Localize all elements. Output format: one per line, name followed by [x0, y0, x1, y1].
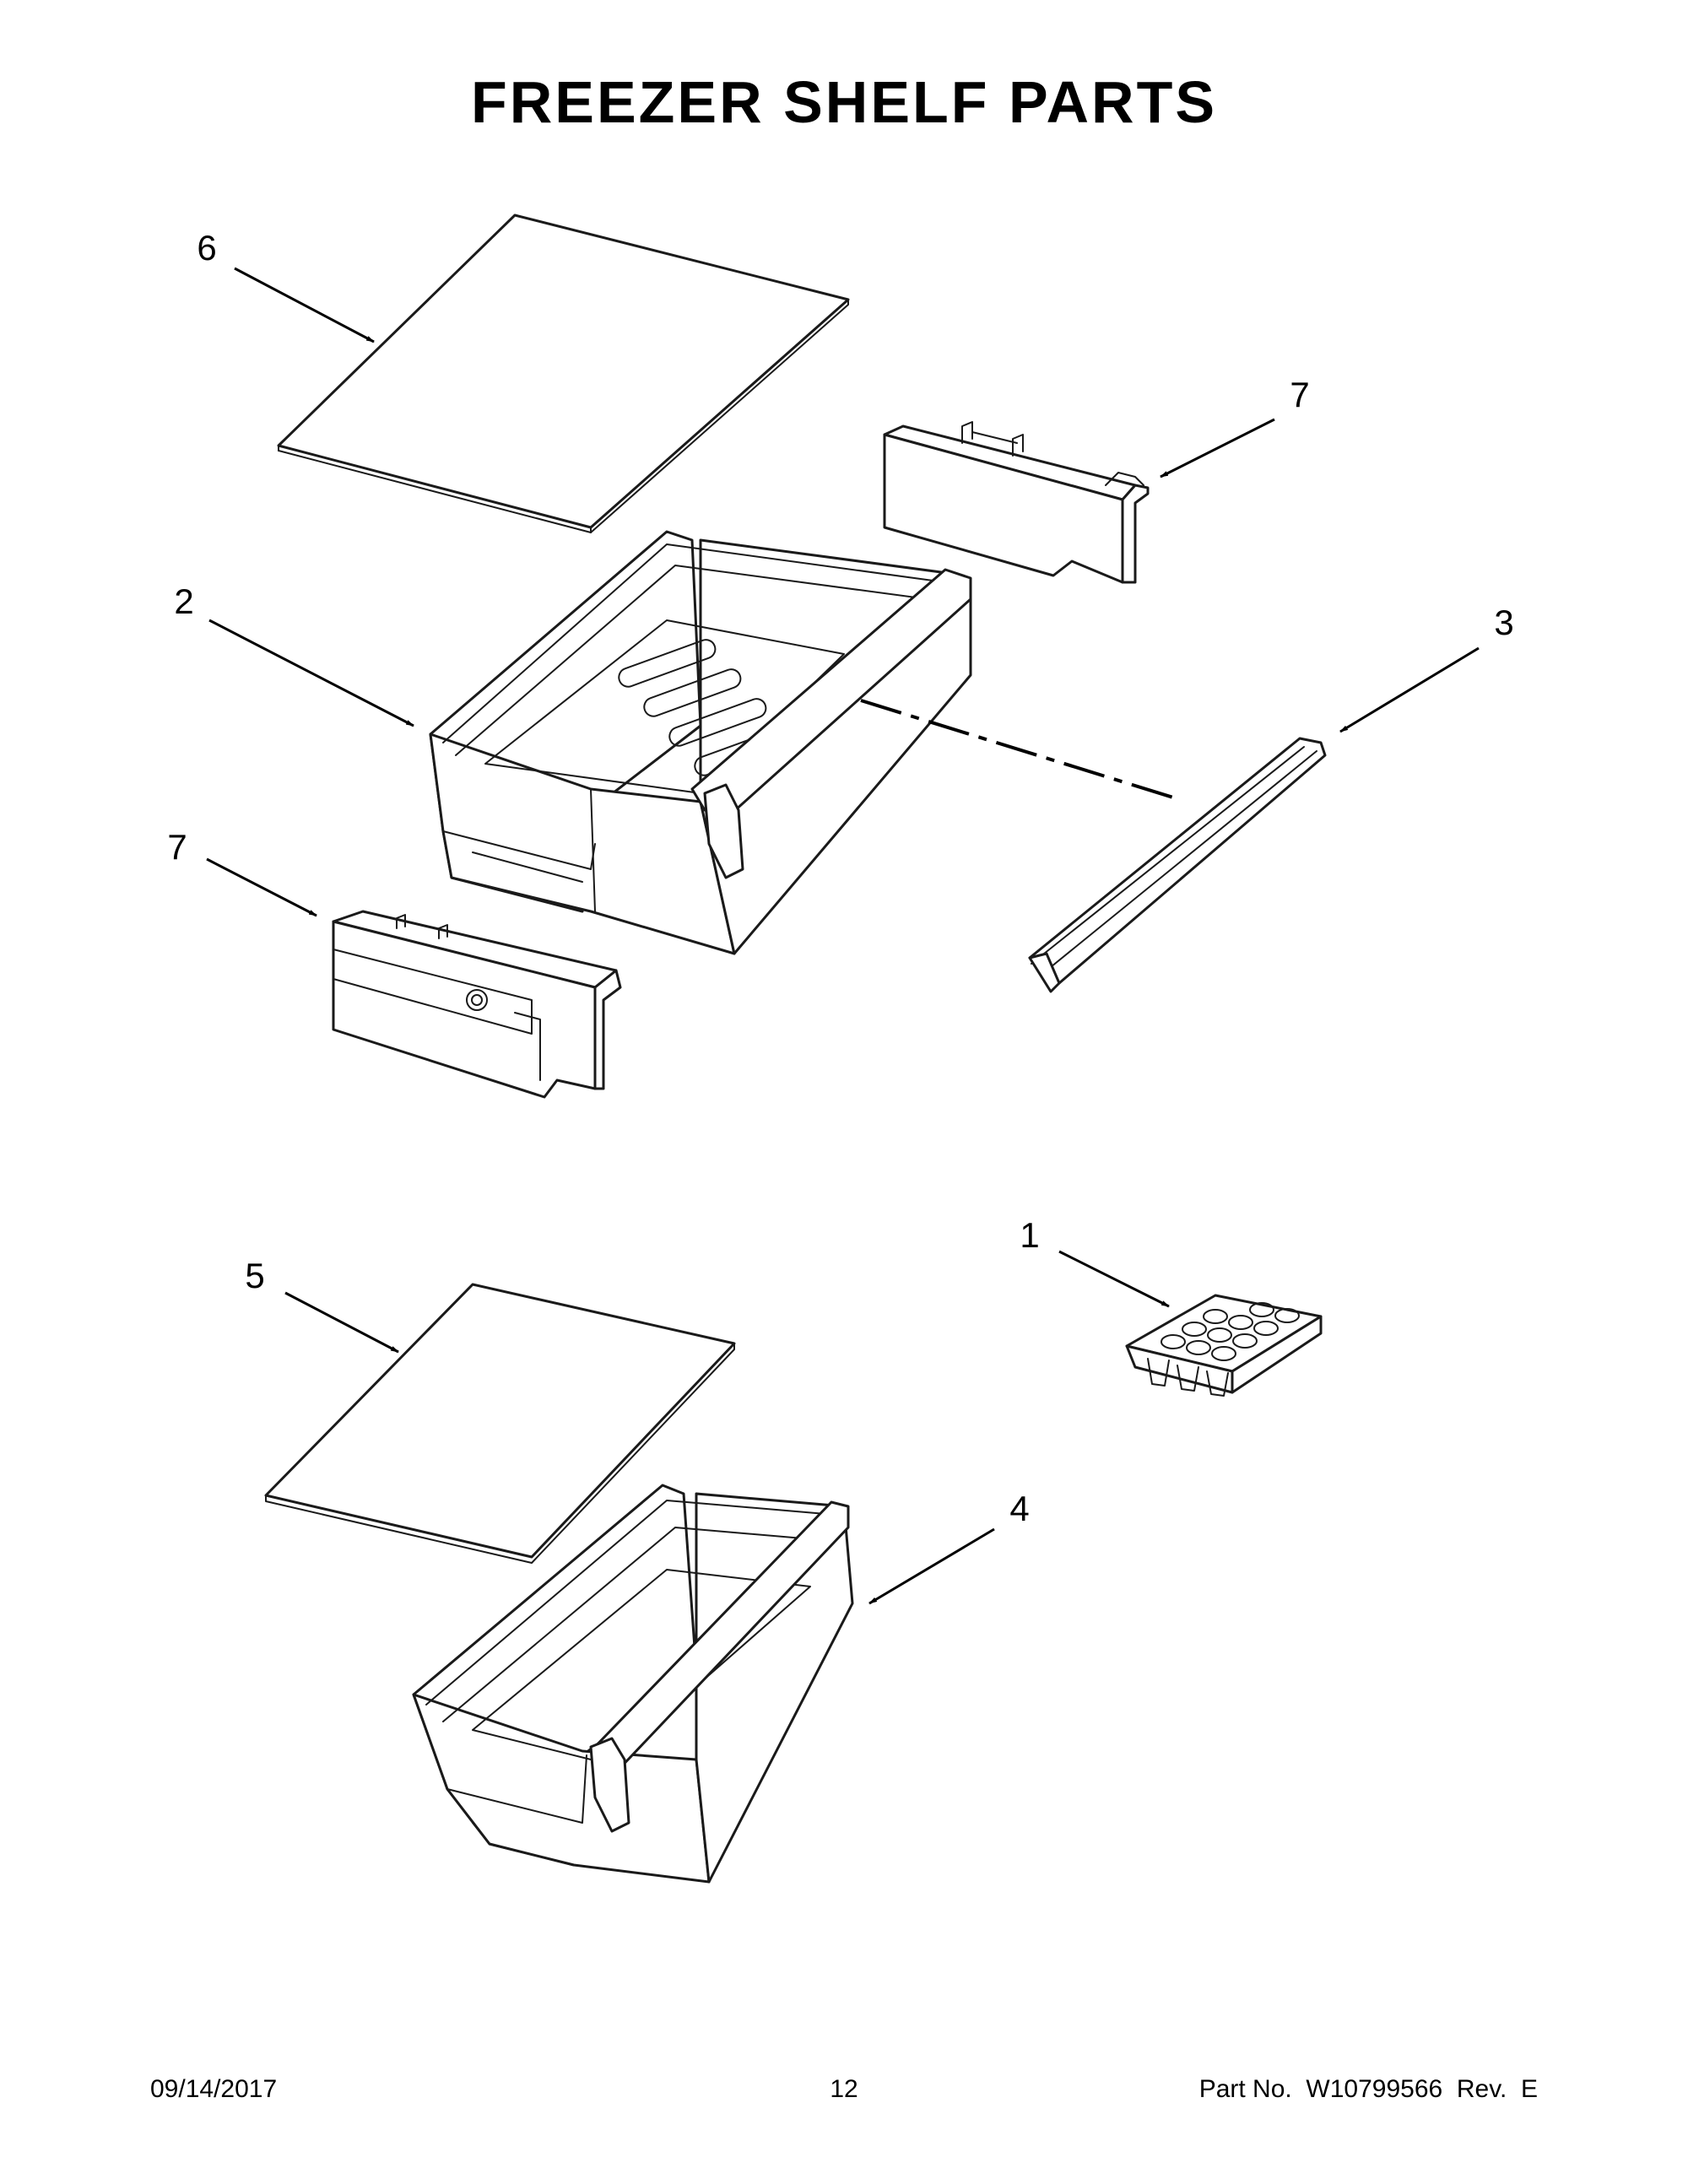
- leader-7-lower: [206, 857, 317, 917]
- alignment-line: [860, 699, 1174, 799]
- callout-1: 1: [1020, 1215, 1039, 1255]
- leader-1: [1058, 1250, 1170, 1308]
- callout-2: 2: [174, 581, 193, 621]
- leader-2: [208, 619, 414, 727]
- leader-6: [234, 267, 375, 343]
- callout-3: 3: [1494, 603, 1513, 642]
- leader-5: [284, 1291, 399, 1354]
- footer-date: 09/14/2017: [150, 2075, 277, 2103]
- part-1-ice-tray: [1125, 1294, 1323, 1397]
- part-7-slide-upper: [883, 421, 1150, 584]
- part-7-slide-lower: [332, 910, 622, 1099]
- leader-7-upper: [1160, 418, 1275, 478]
- callout-4: 4: [1009, 1489, 1029, 1528]
- page-title: FREEZER SHELF PARTS: [471, 69, 1217, 135]
- part-2-upper-basket: [429, 530, 972, 955]
- callout-6: 6: [197, 228, 216, 268]
- part-6-glass-shelf: [277, 214, 850, 533]
- callout-5: 5: [245, 1256, 264, 1295]
- part-4-lower-basket: [412, 1484, 854, 1884]
- leader-3: [1339, 646, 1480, 733]
- leader-4: [868, 1527, 995, 1605]
- footer-page-number: 12: [830, 2075, 858, 2103]
- callout-7-upper: 7: [1290, 375, 1309, 414]
- footer-part-number: Part No. W10799566 Rev. E: [1199, 2075, 1538, 2103]
- callout-7-lower: 7: [167, 827, 187, 867]
- part-5-glass-shelf: [264, 1283, 736, 1564]
- part-3-rail: [1028, 737, 1327, 993]
